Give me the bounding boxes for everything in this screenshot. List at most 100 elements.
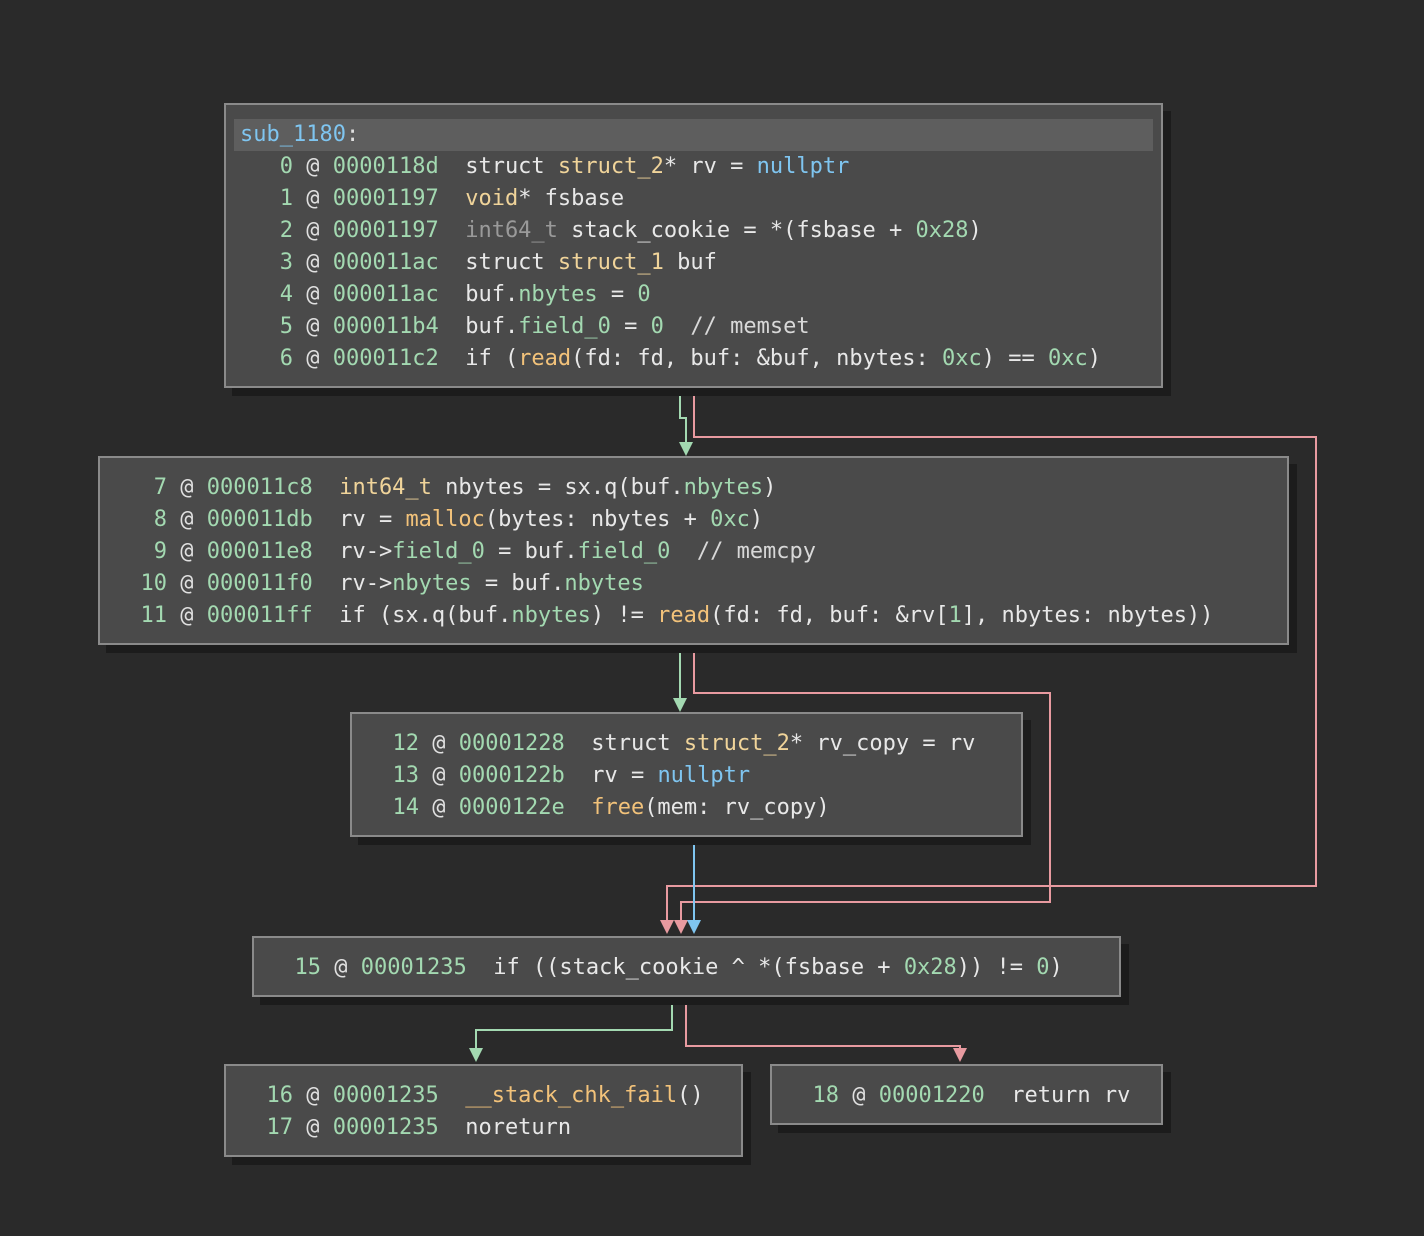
code-token: buf [663, 250, 717, 275]
arrowhead [687, 920, 701, 934]
instruction-address: 00001235 [332, 1115, 439, 1140]
code-token: = buf. [471, 571, 565, 596]
instruction-line[interactable]: 5 @ 000011b4 buf.field_0 = 0 // memset [240, 314, 810, 339]
code-token: 0xc [1048, 346, 1088, 371]
instruction-line[interactable]: 0 @ 0000118d struct struct_2* rv = nullp… [240, 154, 850, 179]
code-token: nbytes = sx.q(buf. [431, 475, 684, 500]
arrowhead [660, 920, 674, 934]
code-token: rv = [339, 507, 406, 532]
code-token: 0 [637, 282, 651, 307]
code-token: () [677, 1083, 704, 1108]
line-index: 11 [114, 603, 167, 628]
code-token: 0x28 [903, 955, 957, 980]
instruction-line[interactable]: 12 @ 00001228 struct struct_2* rv_copy =… [366, 731, 976, 756]
instruction-address: 000011ac [332, 282, 439, 307]
code-token: ) [1087, 346, 1102, 371]
instruction-line[interactable]: 10 @ 000011f0 rv->nbytes = buf.nbytes [114, 571, 644, 596]
basic-block-2[interactable]: 12 @ 00001228 struct struct_2* rv_copy =… [350, 712, 1023, 837]
line-index: 17 [240, 1115, 293, 1140]
arrowhead [953, 1048, 967, 1062]
code-token: field_0 [577, 539, 671, 564]
code-token: // memcpy [670, 539, 817, 564]
code-token: read [518, 346, 572, 371]
instruction-address: 000011e8 [206, 539, 313, 564]
code-token: ) [749, 507, 764, 532]
line-index: 6 [240, 346, 293, 371]
line-index: 8 [114, 507, 167, 532]
code-token: read [657, 603, 711, 628]
line-index: 5 [240, 314, 293, 339]
code-token: * fsbase [518, 186, 625, 211]
code-token: nbytes [518, 282, 598, 307]
instruction-line[interactable]: 3 @ 000011ac struct struct_1 buf [240, 250, 717, 275]
instruction-address: 00001235 [332, 1083, 439, 1108]
code-token: struct_1 [557, 250, 664, 275]
code-token: 0 [1036, 955, 1050, 980]
instruction-address: 0000122e [458, 795, 565, 820]
code-token: = [597, 282, 638, 307]
instruction-line[interactable]: 9 @ 000011e8 rv->field_0 = buf.field_0 /… [114, 539, 817, 564]
code-token: buf. [465, 282, 519, 307]
instruction-address: 0000122b [458, 763, 565, 788]
code-token: ) == [981, 346, 1049, 371]
code-token: 0 [650, 314, 664, 339]
line-index: 18 [786, 1083, 839, 1108]
code-token: struct_2 [557, 154, 664, 179]
line-index: 13 [366, 763, 419, 788]
edge-b3-b5-false [685, 998, 961, 1050]
basic-block-3[interactable]: 15 @ 00001235 if ((stack_cookie ^ *(fsba… [252, 936, 1121, 997]
line-index: 16 [240, 1083, 293, 1108]
code-token: noreturn [465, 1115, 572, 1140]
instruction-address: 000011ff [206, 603, 313, 628]
instruction-line[interactable]: 13 @ 0000122b rv = nullptr [366, 763, 751, 788]
basic-block-4[interactable]: 16 @ 00001235 __stack_chk_fail() 17 @ 00… [224, 1064, 743, 1157]
code-token: = [610, 314, 651, 339]
line-index: 10 [114, 571, 167, 596]
code-token: free [591, 795, 645, 820]
instruction-line[interactable]: 8 @ 000011db rv = malloc(bytes: nbytes +… [114, 507, 764, 532]
code-token: * rv = [663, 154, 757, 179]
code-token: if (sx.q(buf. [339, 603, 512, 628]
instruction-line[interactable]: 15 @ 00001235 if ((stack_cookie ^ *(fsba… [268, 955, 1063, 980]
line-index: 15 [268, 955, 321, 980]
code-token: ) [968, 218, 982, 243]
code-token: )) != [956, 955, 1037, 980]
instruction-line[interactable]: 18 @ 00001220 return rv [786, 1083, 1131, 1108]
code-token: ) [763, 475, 777, 500]
code-token: // memset [663, 314, 810, 339]
arrowhead [469, 1048, 483, 1062]
instruction-line[interactable]: 16 @ 00001235 __stack_chk_fail() [240, 1083, 704, 1108]
instruction-line[interactable]: 4 @ 000011ac buf.nbytes = 0 [240, 282, 651, 307]
instruction-line[interactable]: 1 @ 00001197 void* fsbase [240, 186, 625, 211]
instruction-address: 00001235 [360, 955, 467, 980]
arrowhead [673, 698, 687, 712]
instruction-address: 000011c2 [332, 346, 439, 371]
instruction-line[interactable]: 11 @ 000011ff if (sx.q(buf.nbytes) != re… [114, 603, 1214, 628]
code-token: nbytes [511, 603, 591, 628]
instruction-line[interactable]: 7 @ 000011c8 int64_t nbytes = sx.q(buf.n… [114, 475, 777, 500]
line-index: 1 [240, 186, 293, 211]
instruction-line[interactable]: 17 @ 00001235 noreturn [240, 1115, 572, 1140]
line-index: 12 [366, 731, 419, 756]
basic-block-0[interactable]: sub_1180: 0 @ 0000118d struct struct_2* … [224, 103, 1163, 388]
code-token: nbytes [564, 571, 644, 596]
edge-b3-b4-true [475, 998, 673, 1050]
basic-block-5[interactable]: 18 @ 00001220 return rv [770, 1064, 1163, 1125]
instruction-address: 000011f0 [206, 571, 313, 596]
instruction-address: 000011c8 [206, 475, 313, 500]
code-token: struct [465, 154, 558, 179]
basic-block-1[interactable]: 7 @ 000011c8 int64_t nbytes = sx.q(buf.n… [98, 456, 1289, 645]
code-token: * rv_copy = rv [789, 731, 976, 756]
code-token: (fd: fd, buf: &rv[ [710, 603, 949, 628]
instruction-line[interactable]: 6 @ 000011c2 if (read(fd: fd, buf: &buf,… [240, 346, 1102, 371]
instruction-line[interactable]: 14 @ 0000122e free(mem: rv_copy) [366, 795, 830, 820]
code-token: nullptr [756, 154, 850, 179]
code-token: (bytes: nbytes + [484, 507, 711, 532]
code-token: if ( [465, 346, 519, 371]
edge-b1-b3-false [680, 646, 1051, 922]
line-index: 14 [366, 795, 419, 820]
edge-b0-b1-true [679, 390, 687, 446]
instruction-address: 00001197 [332, 186, 439, 211]
function-label[interactable]: sub_1180: [240, 122, 360, 147]
instruction-line[interactable]: 2 @ 00001197 int64_t stack_cookie = *(fs… [240, 218, 982, 243]
